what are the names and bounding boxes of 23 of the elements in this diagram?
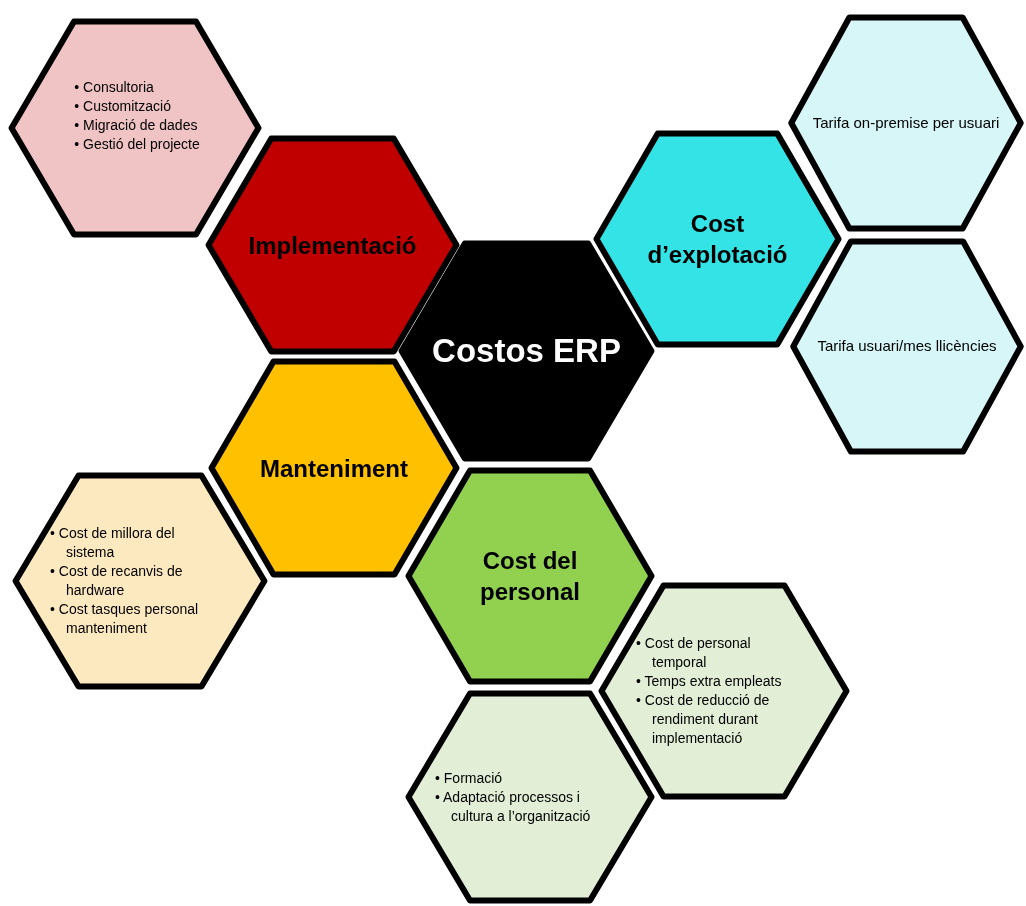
bullet-item: • Gestió del projecte <box>74 135 200 154</box>
bullet-item: • Cost de personal temporal <box>636 634 752 672</box>
hexagon-title: Implementació <box>248 231 417 259</box>
hexagon-title: Cost d’explotació <box>647 210 788 268</box>
bullet-item: • Consultoria <box>74 78 155 97</box>
bullet-item: • Cost de recanvis de hardware <box>50 562 184 600</box>
hexagon-title: Cost del personal <box>480 547 580 605</box>
bullet-item: • Cost tasques personal manteniment <box>50 600 200 638</box>
hexagon <box>8 18 262 238</box>
hexagon-title: Manteniment <box>260 454 408 482</box>
bullet-item: • Adaptació processos i cultura a l’organització <box>435 787 592 826</box>
bullet-item: • Cost de millora del sistema <box>50 524 176 562</box>
hexagon <box>598 582 850 800</box>
bullet-item: • Formació <box>435 768 504 788</box>
hexagon <box>790 238 1024 455</box>
bullet-item: • Customització <box>74 97 172 116</box>
center-title: Costos ERP <box>432 332 621 370</box>
hexagon <box>788 14 1024 232</box>
hexagon-text: Tarifa on-premise per usuari <box>812 113 1000 131</box>
hexagon-text: Tarifa usuari/mes llicències <box>817 337 997 355</box>
bullet-item: • Migració de dades <box>74 116 199 135</box>
bullet-item: • Cost de reducció de rendiment durant implementació <box>636 691 771 748</box>
bullet-item: • Temps extra empleats <box>636 672 783 691</box>
